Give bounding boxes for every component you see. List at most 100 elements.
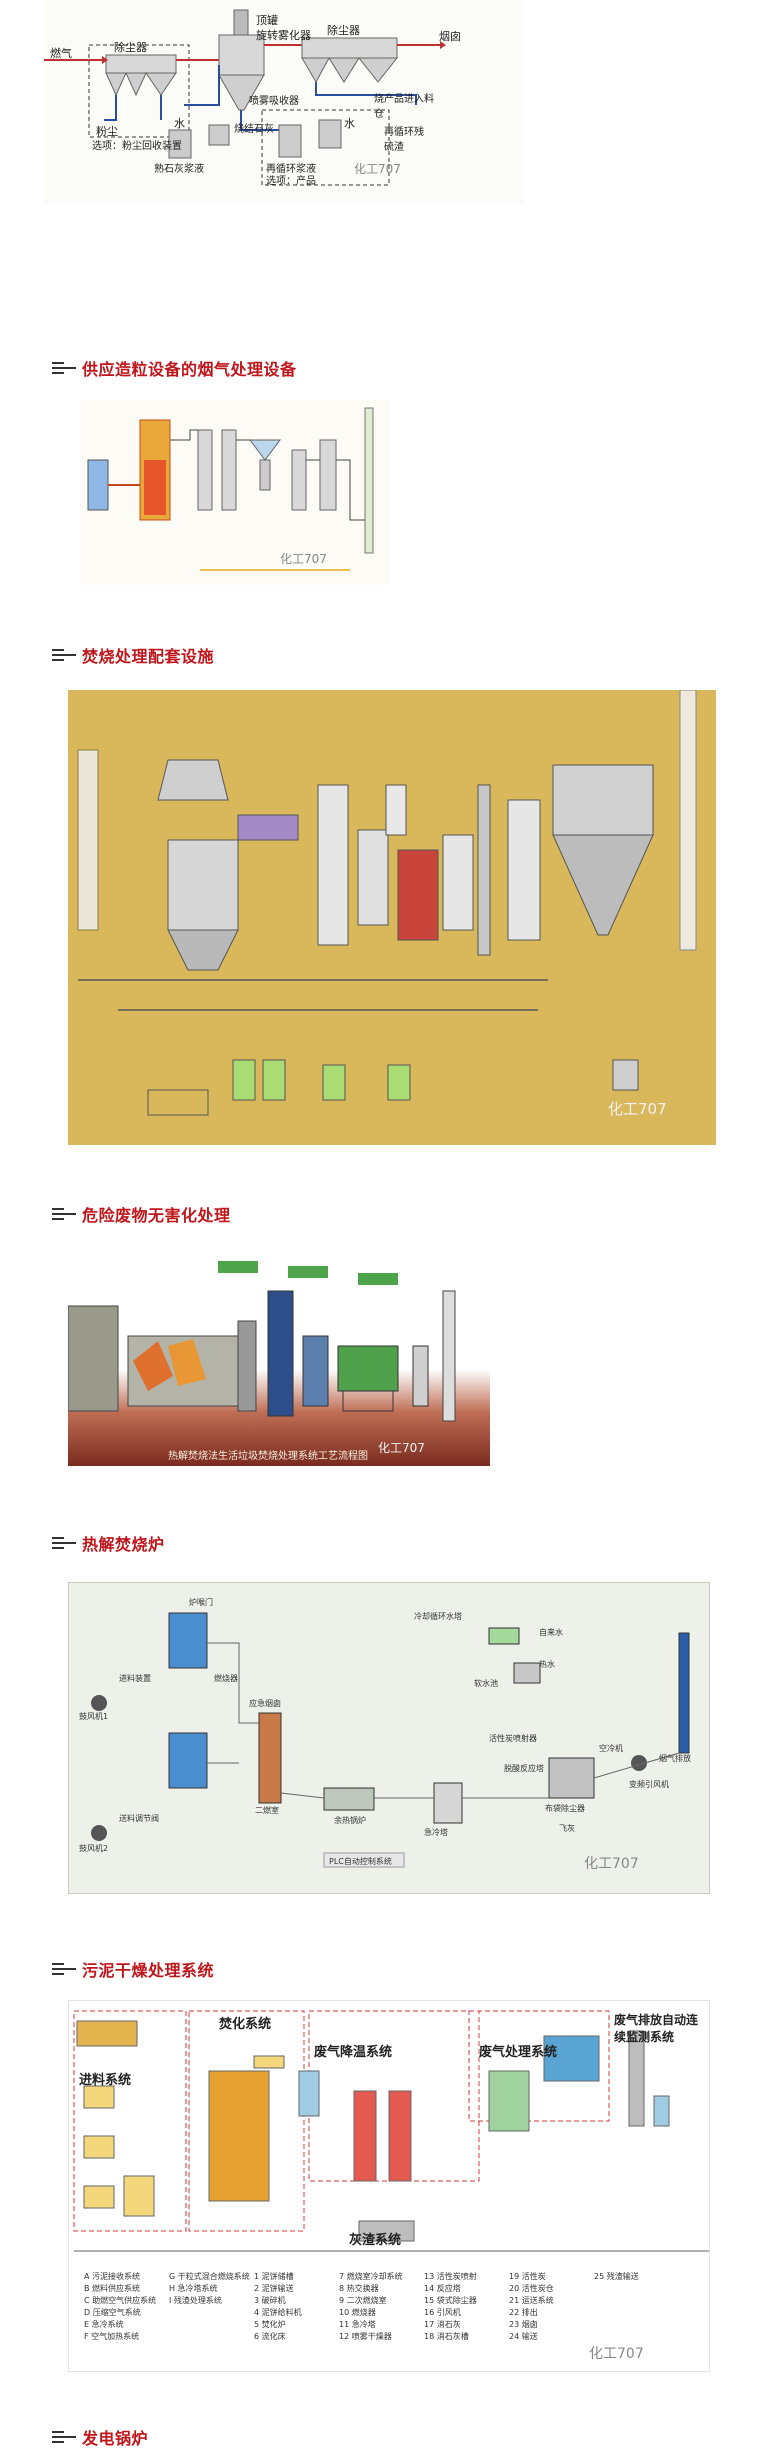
legend-item: 3 破碎机 (254, 2296, 286, 2305)
legend-item: 9 二次燃烧室 (339, 2296, 387, 2305)
section-heading-hazardous-waste: 危险废物无害化处理 (52, 1202, 231, 1226)
furnace-2 (168, 1732, 208, 1789)
hazardous-waste-diagram: 热解焚烧法生活垃圾焚烧处理系统工艺流程图 化工707 (67, 1251, 490, 1466)
flue-gas-process-svg (44, 9, 446, 186)
heat-exchanger-1 (353, 2090, 377, 2182)
secondary-chamber (258, 1712, 282, 1804)
label-throat: 炉喉门 (189, 1598, 213, 1607)
heading-marker-icon (52, 2430, 78, 2444)
label-boiler: 余热锅炉 (334, 1816, 366, 1825)
incinerator (167, 839, 239, 931)
section-title: 发电锅炉 (82, 2429, 149, 2448)
legend-item: 22 排出 (509, 2308, 538, 2317)
secondary-chamber (237, 814, 299, 841)
cyclone (249, 439, 281, 461)
label-fired-lime: 烧结石灰 (234, 124, 274, 135)
legend-item: 11 急冷塔 (339, 2320, 376, 2329)
chimney-icon (628, 2030, 645, 2127)
waste-pit (67, 1305, 119, 1412)
watermark: 化工707 (354, 162, 401, 176)
legend-item: 10 燃烧器 (339, 2308, 376, 2317)
flue-gas-process-diagram: 燃气 除尘器 顶罐 旋转雾化器 除尘器 烟囱 粉尘 选项：粉尘回收装置 喷雾吸收… (44, 0, 524, 203)
label-recycle-residue: 再循环残硫渣 (384, 127, 424, 153)
legend-item: 7 燃烧室冷却系统 (339, 2272, 403, 2281)
region-label-treat: 废气处理系统 (479, 2045, 558, 2060)
heading-marker-icon (52, 1962, 78, 1976)
quench-tower (267, 1290, 294, 1417)
sludge-drying-diagram: 进料系统 焚化系统 废气降温系统 废气处理系统 废气排放自动连续监测系统 灰渣系… (68, 2000, 710, 2372)
section-heading-incineration-facilities: 焚烧处理配套设施 (52, 643, 214, 667)
chimney-icon (364, 407, 374, 554)
label-flue-gas: 燃气 (50, 47, 72, 60)
dust-collector-right (301, 37, 398, 59)
label-scrubber: 脱酸反应塔 (504, 1764, 544, 1773)
chimney-icon (442, 1290, 456, 1422)
legend-item: 14 反应塔 (424, 2284, 461, 2293)
legend-item: H 急冷塔系统 (169, 2284, 218, 2293)
watermark: 化工707 (378, 1441, 425, 1455)
legend-item: 24 输送 (509, 2332, 538, 2341)
pyrolysis-incinerator-diagram: 鼓风机1 鼓风机2 进料装置 送料调节阀 炉喉门 燃烧器 应急烟囱 冷却循环水塔… (68, 1582, 710, 1894)
quench-tower (442, 834, 474, 931)
diagram-caption: 热解焚烧法生活垃圾焚烧处理系统工艺流程图 (168, 1451, 368, 1462)
quench-tower (433, 1782, 463, 1824)
label-fan-1: 鼓风机1 (79, 1712, 109, 1721)
watermark: 化工707 (280, 552, 327, 566)
label-cooling-tower: 冷却循环水塔 (414, 1612, 462, 1621)
legend-item: 16 引风机 (424, 2308, 461, 2317)
label-air-cooler: 空冷机 (599, 1744, 623, 1753)
bag-filter (548, 1757, 595, 1799)
legend-item: B 燃料供应系统 (84, 2284, 141, 2293)
region-label-gasify: 焚化系统 (219, 2017, 272, 2032)
absorber-column (291, 449, 307, 511)
label-dust: 粉尘 (96, 125, 118, 138)
label-dust-collector-right: 除尘器 (327, 24, 360, 37)
label-product-to-silo: 烧产品进入料仓 (374, 94, 434, 120)
cooler-column (197, 429, 213, 511)
legend-item: 13 活性炭喷射 (424, 2272, 477, 2281)
legend-item: 5 焚化炉 (254, 2320, 286, 2329)
label-chimney: 烟囱 (439, 30, 461, 43)
label-emergency-chimney: 应急烟囱 (249, 1699, 281, 1708)
lime-tank (168, 129, 192, 159)
gas-inlet-tank (87, 459, 109, 511)
label-heat-water: 热水 (539, 1660, 555, 1669)
legend-item: D 压缩空气系统 (84, 2308, 141, 2317)
label-chimney: 烟气排放 (659, 1754, 691, 1763)
treat-region (468, 2010, 610, 2122)
bag-filter (543, 2035, 600, 2082)
legend-item: 25 残渣输送 (594, 2272, 639, 2281)
watermark: 化工707 (589, 2346, 644, 2362)
granulation-flue-gas-diagram: 化工707 (80, 400, 390, 585)
label-ash: 飞灰 (559, 1824, 575, 1833)
heading-marker-icon (52, 1207, 78, 1221)
dust-collector-left-box (88, 44, 190, 138)
section-heading-sludge-drying: 污泥干燥处理系统 (52, 1957, 214, 1981)
section-title: 危险废物无害化处理 (82, 1206, 231, 1225)
legend-item: 23 烟囱 (509, 2320, 538, 2329)
legend-item: C 助燃空气供应系统 (84, 2296, 157, 2305)
legend-item: 1 泥饼储槽 (254, 2272, 294, 2281)
hopper (157, 759, 229, 801)
label-top-tank: 顶罐 (256, 14, 278, 27)
legend-item: 6 流化床 (254, 2332, 286, 2341)
waste-heat-boiler (397, 849, 439, 941)
label-spray-absorber: 喷雾吸收器 (249, 96, 299, 107)
legend-item: 20 活性炭仓 (509, 2284, 554, 2293)
legend-item: 18 消石灰槽 (424, 2332, 469, 2341)
section-heading-power-boiler: 发电锅炉 (52, 2425, 148, 2449)
label-recycle-slurry: 再循环浆液 (266, 164, 316, 175)
legend-item: 17 消石灰 (424, 2320, 461, 2329)
reaction-tower (488, 2070, 530, 2132)
recycle-box (261, 109, 390, 186)
heading-marker-icon (52, 648, 78, 662)
region-label-cool: 废气降温系统 (314, 2045, 393, 2060)
top-tank (233, 9, 249, 36)
legend-item: 4 泥饼给料机 (254, 2308, 302, 2317)
label-water: 水 (174, 117, 185, 130)
label-dust-collector-left: 除尘器 (114, 41, 147, 54)
section-title: 供应造粒设备的烟气处理设备 (82, 360, 297, 379)
furnace-1 (168, 1612, 208, 1669)
label-softened-water: 软水池 (474, 1679, 498, 1688)
legend-item: 8 热交换器 (339, 2284, 379, 2293)
